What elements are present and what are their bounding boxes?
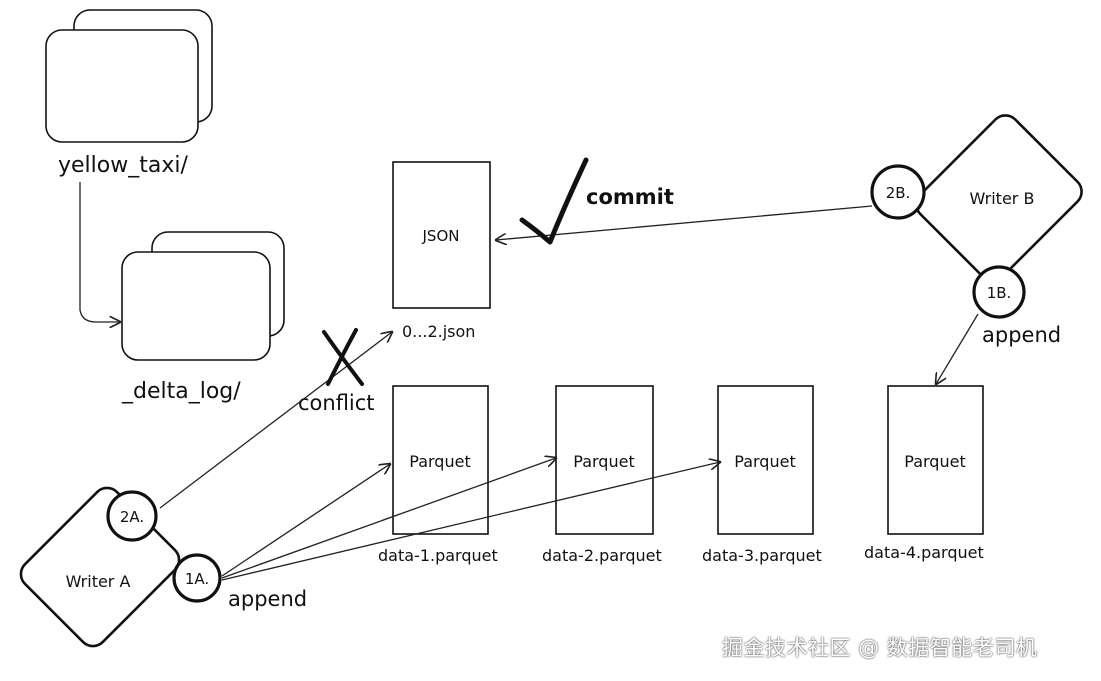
watermark: 掘金技术社区 @ 数据智能老司机 — [722, 636, 1038, 660]
svg-text:2A.: 2A. — [120, 508, 144, 526]
writer-a-commit-arrow — [159, 332, 392, 509]
folder-icon — [45, 9, 213, 143]
writer-b-append-arrow — [936, 313, 979, 384]
writer-a-append-arrows — [221, 458, 720, 581]
writer-a-step-append: 1A. — [172, 553, 222, 603]
svg-text:1B.: 1B. — [987, 284, 1012, 302]
data-file-name: data-3.parquet — [702, 546, 822, 565]
data-file-label: Parquet — [904, 452, 965, 471]
writer-a-label: Writer A — [66, 572, 131, 591]
folder-connector — [79, 182, 120, 322]
table-folder-label: yellow_taxi/ — [58, 153, 188, 178]
svg-text:2B.: 2B. — [886, 184, 911, 202]
json-file-name: 0...2.json — [402, 322, 475, 341]
data-file-4: Parquet data-4.parquet — [864, 385, 984, 562]
writer-a-node — [19, 486, 181, 648]
data-file-label: Parquet — [409, 452, 470, 471]
writer-a-step-commit: 2A. — [106, 490, 158, 542]
data-file-3: Parquet data-3.parquet — [702, 385, 822, 565]
data-file-1: Parquet data-1.parquet — [378, 385, 498, 565]
writer-b-step-append: 1B. — [972, 265, 1026, 319]
json-file-label: JSON — [422, 227, 460, 245]
svg-text:1A.: 1A. — [185, 570, 209, 588]
data-file-2: Parquet data-2.parquet — [542, 385, 662, 565]
checkmark-icon — [519, 157, 589, 245]
writer-a-append-label: append — [228, 587, 307, 611]
data-file-name: data-4.parquet — [864, 543, 984, 562]
writer-b-append-label: append — [982, 323, 1061, 347]
commit-label: commit — [586, 185, 674, 209]
writer-b-step-commit: 2B. — [870, 164, 926, 220]
writer-b-commit-arrow — [496, 205, 873, 240]
data-file-name: data-1.parquet — [378, 546, 498, 565]
log-folder-label: _delta_log/ — [121, 379, 241, 404]
writer-b-node — [915, 114, 1083, 282]
data-file-name: data-2.parquet — [542, 546, 662, 565]
cross-icon — [322, 328, 364, 386]
data-file-label: Parquet — [734, 452, 795, 471]
conflict-label: conflict — [298, 391, 375, 415]
writer-b-label: Writer B — [970, 189, 1035, 208]
folder-icon — [121, 231, 285, 361]
json-file-box — [392, 161, 491, 309]
data-file-label: Parquet — [573, 452, 634, 471]
